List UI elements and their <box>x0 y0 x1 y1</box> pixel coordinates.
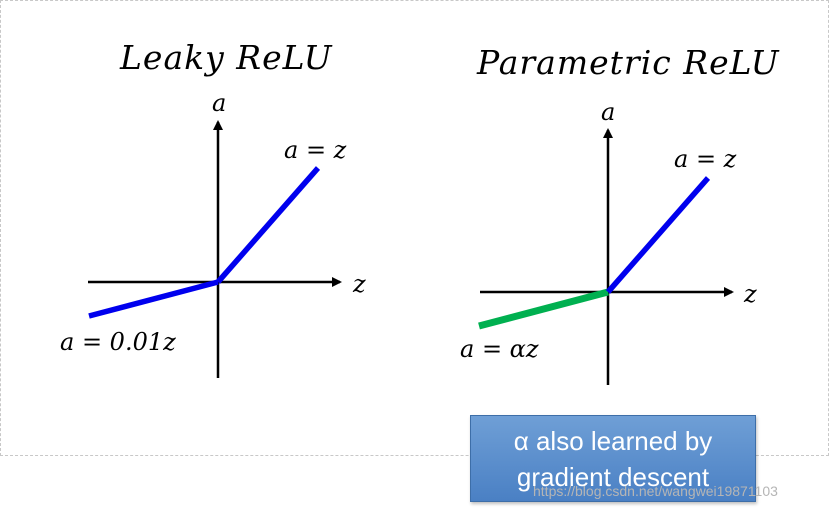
parametric-positive-segment <box>605 176 711 294</box>
leaky-negative-segment <box>88 279 219 319</box>
leaky-x-axis-label: z <box>352 270 366 298</box>
leaky-positive-segment <box>215 166 321 284</box>
parametric-relu-plot: a z a = z a = αz <box>460 98 757 385</box>
leaky-relu-plot: a z a = z a = 0.01z <box>60 89 366 378</box>
leaky-relu-title: Leaky ReLU <box>120 38 333 77</box>
parametric-negative-segment <box>478 288 609 330</box>
alpha-learned-callout: α also learned by gradient descent <box>470 415 756 502</box>
callout-line-2: gradient descent <box>516 462 710 492</box>
callout-line-1: α also learned by <box>513 426 713 456</box>
csdn-watermark: https://blog.csdn.net/wangwei19871103 <box>533 483 778 499</box>
parametric-positive-label: a = z <box>674 145 737 173</box>
parametric-relu-title: Parametric ReLU <box>477 43 780 82</box>
leaky-positive-label: a = z <box>284 136 347 164</box>
parametric-y-axis-label: a <box>601 98 615 126</box>
parametric-x-axis-label: z <box>743 280 757 308</box>
slide-frame <box>0 0 829 456</box>
parametric-negative-label: a = αz <box>460 335 539 363</box>
leaky-y-axis-label: a <box>212 89 226 117</box>
leaky-negative-label: a = 0.01z <box>60 328 176 356</box>
